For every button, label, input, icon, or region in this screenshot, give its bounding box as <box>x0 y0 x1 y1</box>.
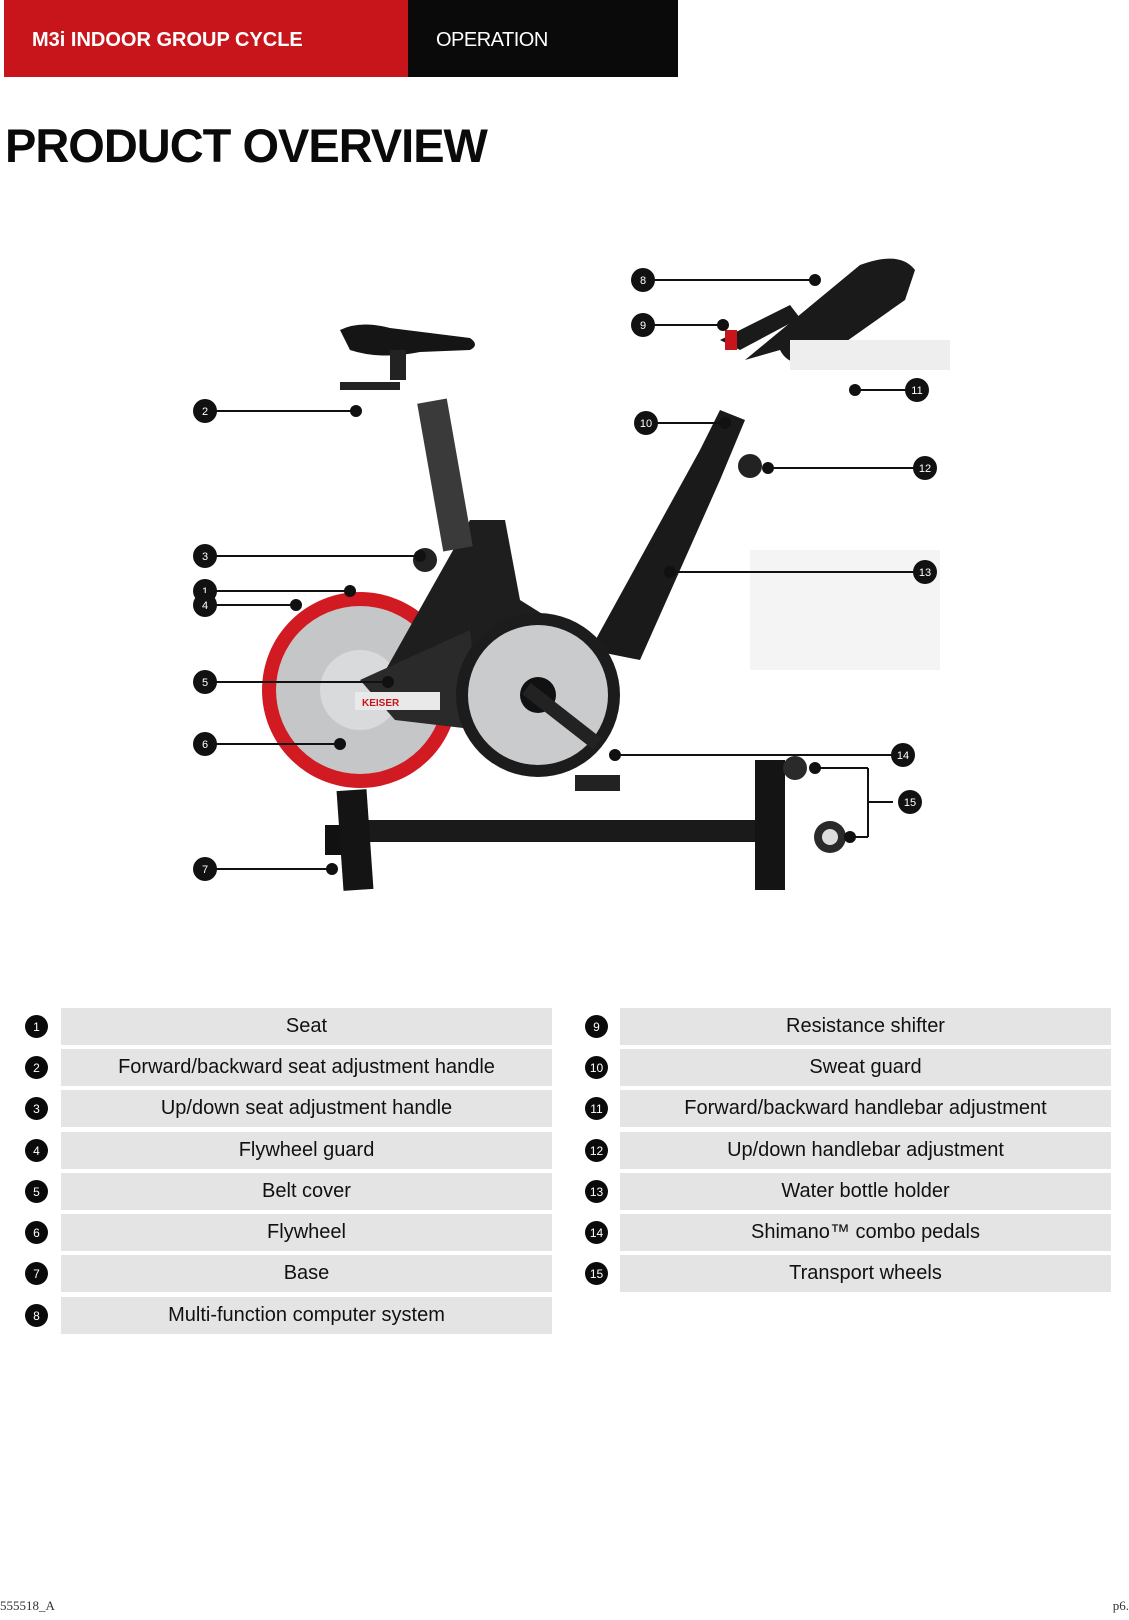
svg-text:13: 13 <box>919 567 931 579</box>
svg-text:7: 7 <box>202 864 208 876</box>
header-section-label: OPERATION <box>408 0 678 77</box>
svg-text:15: 15 <box>904 797 916 809</box>
svg-text:12: 12 <box>919 463 931 475</box>
callout-9: 9 <box>631 313 655 337</box>
callout-4: 4 <box>193 593 217 617</box>
legend-label: Water bottle holder <box>620 1173 1111 1210</box>
callout-13: 13 <box>913 560 937 584</box>
legend-item: 2 <box>25 1049 48 1086</box>
legend-number-badge: 15 <box>585 1262 608 1285</box>
callout-2: 2 <box>193 399 217 423</box>
legend-item: 4 <box>25 1132 48 1169</box>
legend-item: 14 <box>585 1214 608 1251</box>
bike-diagram: KEISER 1 2 3 4 5 <box>193 258 950 891</box>
callout-lines <box>206 274 925 875</box>
legend-label: Shimano™ combo pedals <box>620 1214 1111 1251</box>
legend-number-badge: 8 <box>25 1304 48 1327</box>
callout-14: 14 <box>891 743 915 767</box>
svg-text:11: 11 <box>911 385 922 397</box>
svg-text:8: 8 <box>640 275 646 287</box>
legend-number-badge: 10 <box>585 1056 608 1079</box>
legend-number-badge: 7 <box>25 1262 48 1285</box>
legend-number-badge: 11 <box>585 1097 608 1120</box>
callout-11: 11 <box>905 378 929 402</box>
legend-label: Up/down seat adjustment handle <box>61 1090 552 1127</box>
legend-number-badge: 2 <box>25 1056 48 1079</box>
legend-item: 6 <box>25 1214 48 1251</box>
legend-number-badge: 14 <box>585 1221 608 1244</box>
callout-12: 12 <box>913 456 937 480</box>
svg-text:6: 6 <box>202 739 208 751</box>
legend-item: 11 <box>585 1090 608 1127</box>
legend-label: Belt cover <box>61 1173 552 1210</box>
callout-badges: 1 2 3 4 5 6 7 8 9 10 11 12 13 14 15 <box>193 268 937 881</box>
legend-item: 3 <box>25 1090 48 1127</box>
svg-text:1: 1 <box>202 586 208 598</box>
callout-3: 3 <box>193 544 217 568</box>
legend-label: Multi-function computer system <box>61 1297 552 1334</box>
legend-item: 15 <box>585 1255 608 1292</box>
page-number: p6. <box>1112 1598 1129 1613</box>
legend-label: Forward/backward handlebar adjustment <box>620 1090 1111 1127</box>
legend-item: 8 <box>25 1297 48 1334</box>
legend-number-badge: 1 <box>25 1015 48 1038</box>
callout-8: 8 <box>631 268 655 292</box>
header-product-title: M3i INDOOR GROUP CYCLE <box>4 0 408 77</box>
legend-label: Seat <box>61 1008 552 1045</box>
page-title: PRODUCT OVERVIEW <box>5 119 488 172</box>
legend-label: Forward/backward seat adjustment handle <box>61 1049 552 1086</box>
legend-label: Up/down handlebar adjustment <box>620 1132 1111 1169</box>
callout-6: 6 <box>193 732 217 756</box>
legend-label: Sweat guard <box>620 1049 1111 1086</box>
legend-label: Transport wheels <box>620 1255 1111 1292</box>
svg-text:2: 2 <box>202 406 208 418</box>
callout-7: 7 <box>193 857 217 881</box>
legend-label: Base <box>61 1255 552 1292</box>
svg-text:4: 4 <box>202 600 208 612</box>
document-code: 555518_A <box>0 1598 55 1613</box>
legend-label: Resistance shifter <box>620 1008 1111 1045</box>
svg-text:5: 5 <box>202 677 208 689</box>
svg-text:3: 3 <box>202 551 208 563</box>
legend-number-badge: 13 <box>585 1180 608 1203</box>
legend-item: 1 <box>25 1008 48 1045</box>
bike-illustration: KEISER <box>262 258 950 891</box>
callout-15: 15 <box>898 790 922 814</box>
legend-item: 12 <box>585 1132 608 1169</box>
svg-text:10: 10 <box>640 418 652 430</box>
legend-label: Flywheel <box>61 1214 552 1251</box>
svg-text:9: 9 <box>640 320 646 332</box>
legend-number-badge: 3 <box>25 1097 48 1120</box>
callout-5: 5 <box>193 670 217 694</box>
legend-number-badge: 12 <box>585 1139 608 1162</box>
belt-cover-brand-label: KEISER <box>362 698 400 709</box>
legend-label: Flywheel guard <box>61 1132 552 1169</box>
legend-item: 7 <box>25 1255 48 1292</box>
legend-number-badge: 6 <box>25 1221 48 1244</box>
callout-10: 10 <box>634 411 658 435</box>
legend-item: 5 <box>25 1173 48 1210</box>
legend-item: 10 <box>585 1049 608 1086</box>
svg-text:14: 14 <box>897 750 909 762</box>
legend-number-badge: 4 <box>25 1139 48 1162</box>
legend-number-badge: 9 <box>585 1015 608 1038</box>
legend-number-badge: 5 <box>25 1180 48 1203</box>
legend-item: 9 <box>585 1008 608 1045</box>
legend-item: 13 <box>585 1173 608 1210</box>
